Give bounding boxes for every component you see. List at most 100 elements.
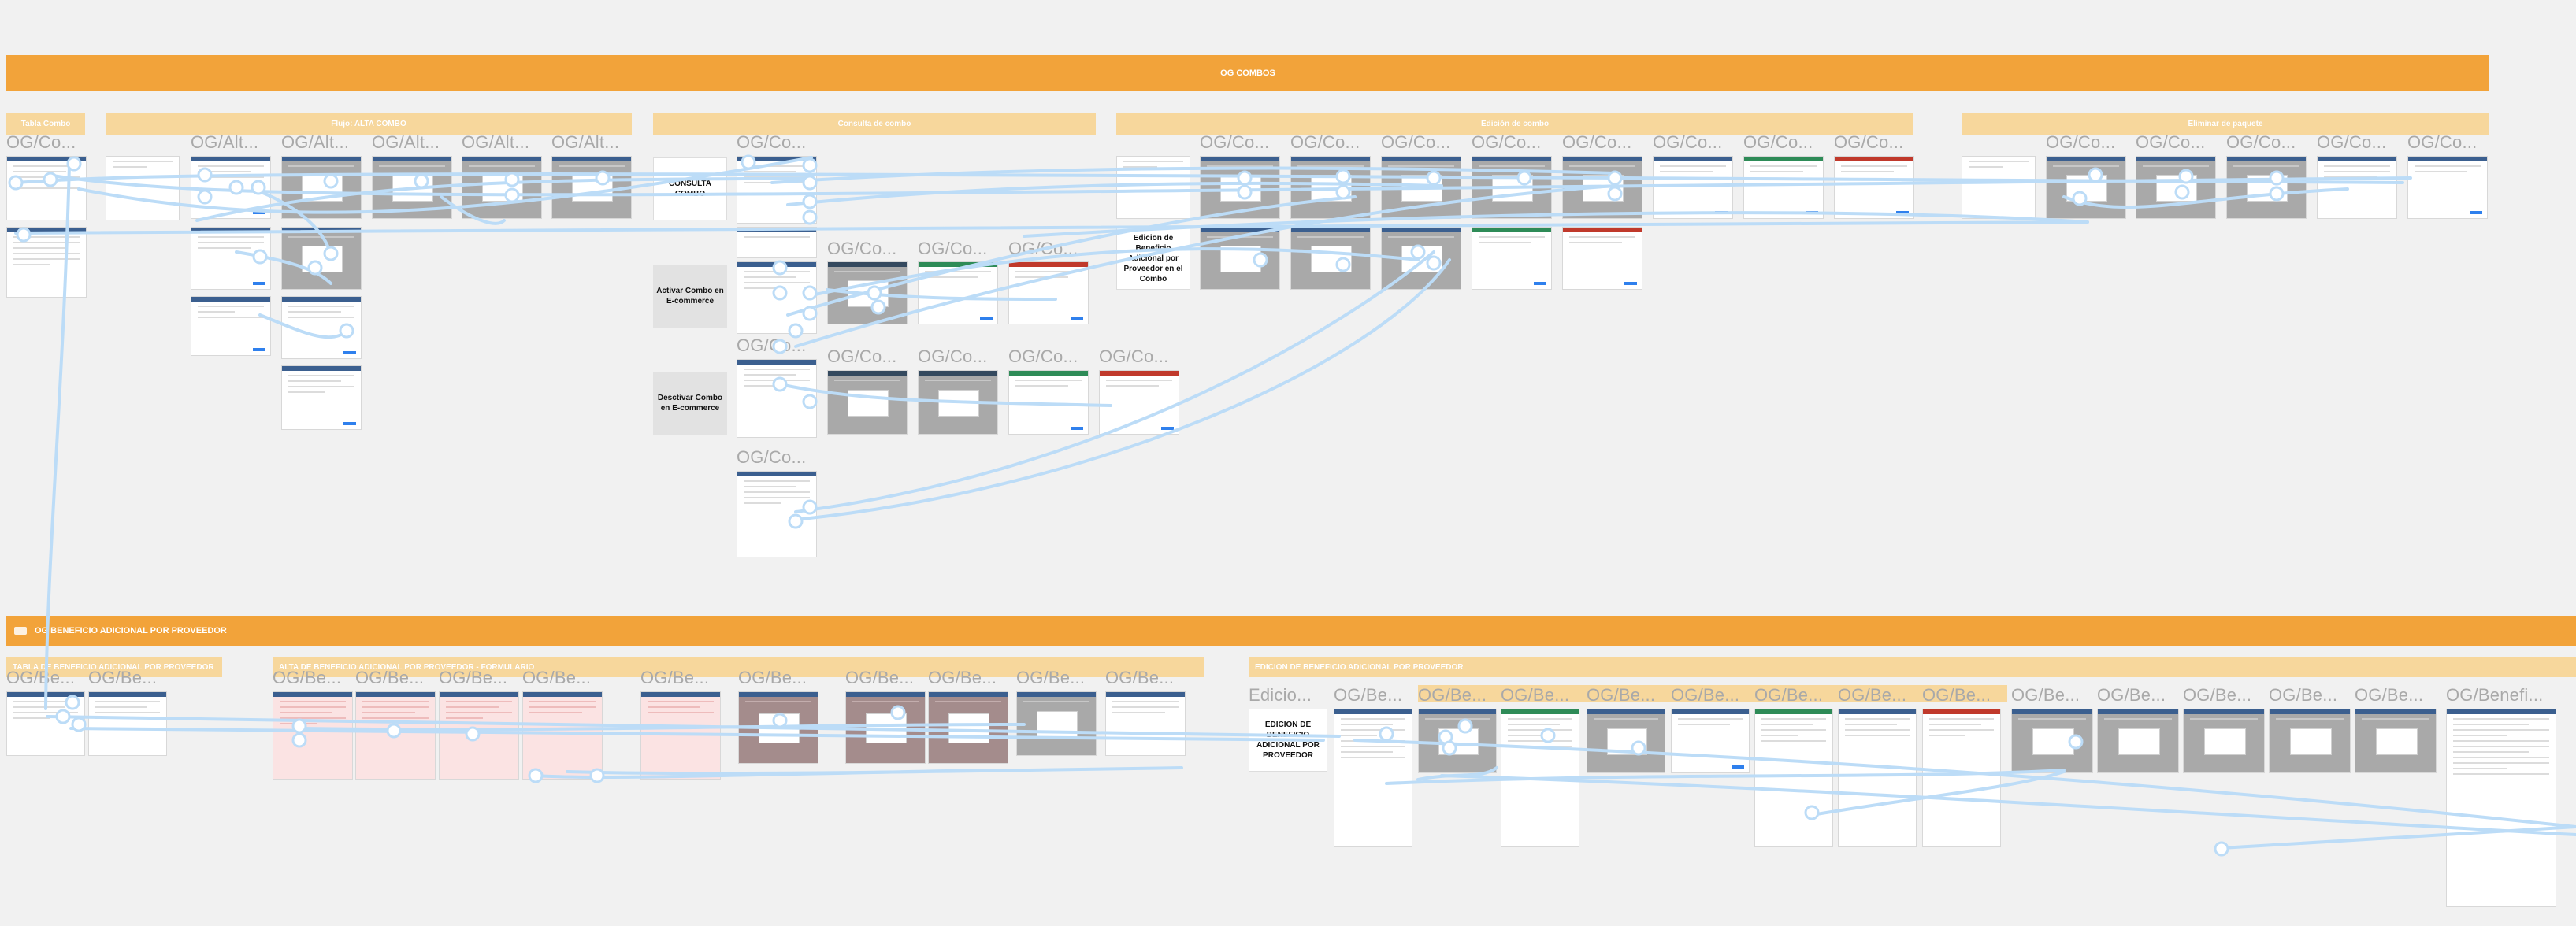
- screen-thumbnail[interactable]: [2446, 709, 2556, 907]
- frame-title: OG/Be...: [2011, 685, 2080, 705]
- section-tabla-combo: Tabla Combo: [6, 113, 85, 135]
- section-label: Tabla Combo: [20, 119, 71, 128]
- screen-thumbnail[interactable]: [355, 691, 436, 780]
- banner-og-combos: OG COMBOS: [6, 55, 2489, 91]
- frame-title: OG/Be...: [1016, 668, 1086, 687]
- screen-thumbnail[interactable]: [1290, 227, 1371, 290]
- screen-thumbnail[interactable]: [1562, 227, 1642, 290]
- screen-thumbnail[interactable]: [191, 227, 271, 290]
- screen-thumbnail[interactable]: [1472, 227, 1552, 290]
- screen-thumbnail[interactable]: [281, 365, 362, 430]
- screen-thumbnail[interactable]: [1381, 227, 1461, 290]
- screen-thumbnail[interactable]: [2046, 156, 2126, 219]
- screen-thumbnail[interactable]: [106, 156, 180, 220]
- screen-thumbnail[interactable]: [1381, 156, 1461, 219]
- screen-thumbnail[interactable]: [845, 691, 926, 764]
- frame-title: OG/Co...: [918, 239, 988, 258]
- section-label: Flujo: ALTA COMBO: [331, 119, 406, 128]
- screen-thumbnail[interactable]: [2183, 709, 2265, 773]
- screen-thumbnail[interactable]: [2269, 709, 2351, 773]
- screen-thumbnail[interactable]: [6, 156, 87, 220]
- banner-label: OG BENEFICIO ADICIONAL POR PROVEEDOR: [35, 626, 227, 635]
- screen-thumbnail[interactable]: [738, 691, 818, 764]
- screen-thumbnail[interactable]: [551, 156, 632, 219]
- frame-title: OG/Be...: [439, 668, 508, 687]
- screen-thumbnail[interactable]: [928, 691, 1008, 764]
- note-activar-combo: Activar Combo en E-commerce: [653, 265, 727, 328]
- screen-thumbnail[interactable]: [827, 370, 908, 435]
- screen-thumbnail[interactable]: [522, 691, 603, 780]
- screen-thumbnail[interactable]: [2011, 709, 2093, 773]
- screen-thumbnail[interactable]: [1671, 709, 1750, 773]
- screen-thumbnail[interactable]: [273, 691, 353, 780]
- screen-thumbnail[interactable]: [1962, 156, 2036, 219]
- screen-thumbnail[interactable]: [462, 156, 542, 219]
- screen-thumbnail[interactable]: [827, 261, 908, 324]
- screen-thumbnail[interactable]: [737, 156, 817, 224]
- screen-thumbnail[interactable]: [1501, 709, 1579, 847]
- screen-thumbnail[interactable]: [1922, 709, 2001, 847]
- screen-thumbnail[interactable]: [1105, 691, 1186, 756]
- frame-title: OG/Be...: [738, 668, 807, 687]
- note-text: Activar Combo en E-commerce: [656, 287, 724, 306]
- screen-thumbnail[interactable]: [2355, 709, 2437, 773]
- frame-title: OG/Benefi...: [2446, 685, 2544, 705]
- screen-thumbnail[interactable]: [737, 359, 817, 438]
- screen-thumbnail[interactable]: [1743, 156, 1824, 219]
- screen-thumbnail[interactable]: [1008, 261, 1089, 324]
- screen-thumbnail[interactable]: [1754, 709, 1833, 847]
- section-label: EDICION DE BENEFICIO ADICIONAL POR PROVE…: [1255, 662, 1464, 672]
- screen-thumbnail[interactable]: [281, 227, 362, 290]
- frame-title: OG/Co...: [1381, 132, 1451, 152]
- note-text: CONSULTA COMBO: [668, 180, 712, 198]
- screen-thumbnail[interactable]: [737, 227, 817, 258]
- screen-thumbnail[interactable]: [1099, 370, 1179, 435]
- screen-thumbnail[interactable]: [2407, 156, 2488, 219]
- banner-label: OG COMBOS: [1220, 69, 1275, 78]
- screen-thumbnail[interactable]: [1008, 370, 1089, 435]
- screen-thumbnail[interactable]: [737, 471, 817, 557]
- screen-thumbnail[interactable]: [6, 227, 87, 298]
- frame-title: OG/Alt...: [281, 132, 350, 152]
- screen-thumbnail[interactable]: [2317, 156, 2397, 219]
- screen-thumbnail[interactable]: [1562, 156, 1642, 219]
- screen-thumbnail[interactable]: [1418, 709, 1497, 773]
- screen-thumbnail[interactable]: [1653, 156, 1733, 219]
- frame-title: OG/Be...: [522, 668, 592, 687]
- screen-thumbnail[interactable]: [191, 296, 271, 356]
- screen-thumbnail[interactable]: [1200, 156, 1280, 219]
- screen-thumbnail[interactable]: [88, 691, 167, 756]
- screen-thumbnail[interactable]: [1834, 156, 1914, 219]
- screen-thumbnail[interactable]: [1290, 156, 1371, 219]
- frame-title: OG/Co...: [827, 346, 897, 366]
- screen-thumbnail[interactable]: [281, 296, 362, 359]
- frame-title: OG/Be...: [1587, 685, 1656, 705]
- screen-thumbnail[interactable]: [281, 156, 362, 219]
- screen-thumbnail[interactable]: [1587, 709, 1665, 773]
- screen-thumbnail[interactable]: [918, 370, 998, 435]
- screen-thumbnail[interactable]: [6, 691, 85, 756]
- frame-title: OG/Co...: [737, 447, 807, 467]
- frame-title: OG/Co...: [1008, 346, 1078, 366]
- section-consulta: Consulta de combo: [653, 113, 1096, 135]
- screen-thumbnail[interactable]: [2097, 709, 2179, 773]
- screen-thumbnail[interactable]: [1200, 227, 1280, 290]
- screen-thumbnail[interactable]: [2136, 156, 2216, 219]
- screen-thumbnail[interactable]: [918, 261, 998, 324]
- screen-thumbnail[interactable]: [1838, 709, 1917, 847]
- frame-title: OG/Co...: [1472, 132, 1542, 152]
- screen-thumbnail[interactable]: [2226, 156, 2307, 219]
- frame-title: OG/Be...: [1838, 685, 1907, 705]
- screen-thumbnail[interactable]: [1334, 709, 1412, 847]
- note-consulta-combo: CONSULTA COMBO: [653, 157, 727, 220]
- frame-title: OG/Co...: [1653, 132, 1723, 152]
- screen-thumbnail[interactable]: [191, 156, 271, 219]
- screen-thumbnail[interactable]: [1016, 691, 1097, 756]
- screen-thumbnail[interactable]: [640, 691, 721, 780]
- screen-thumbnail[interactable]: [737, 261, 817, 334]
- screen-thumbnail[interactable]: [1116, 156, 1190, 219]
- screen-thumbnail[interactable]: [439, 691, 519, 780]
- frame-title: Edicio...: [1249, 685, 1312, 705]
- screen-thumbnail[interactable]: [372, 156, 452, 219]
- screen-thumbnail[interactable]: [1472, 156, 1552, 219]
